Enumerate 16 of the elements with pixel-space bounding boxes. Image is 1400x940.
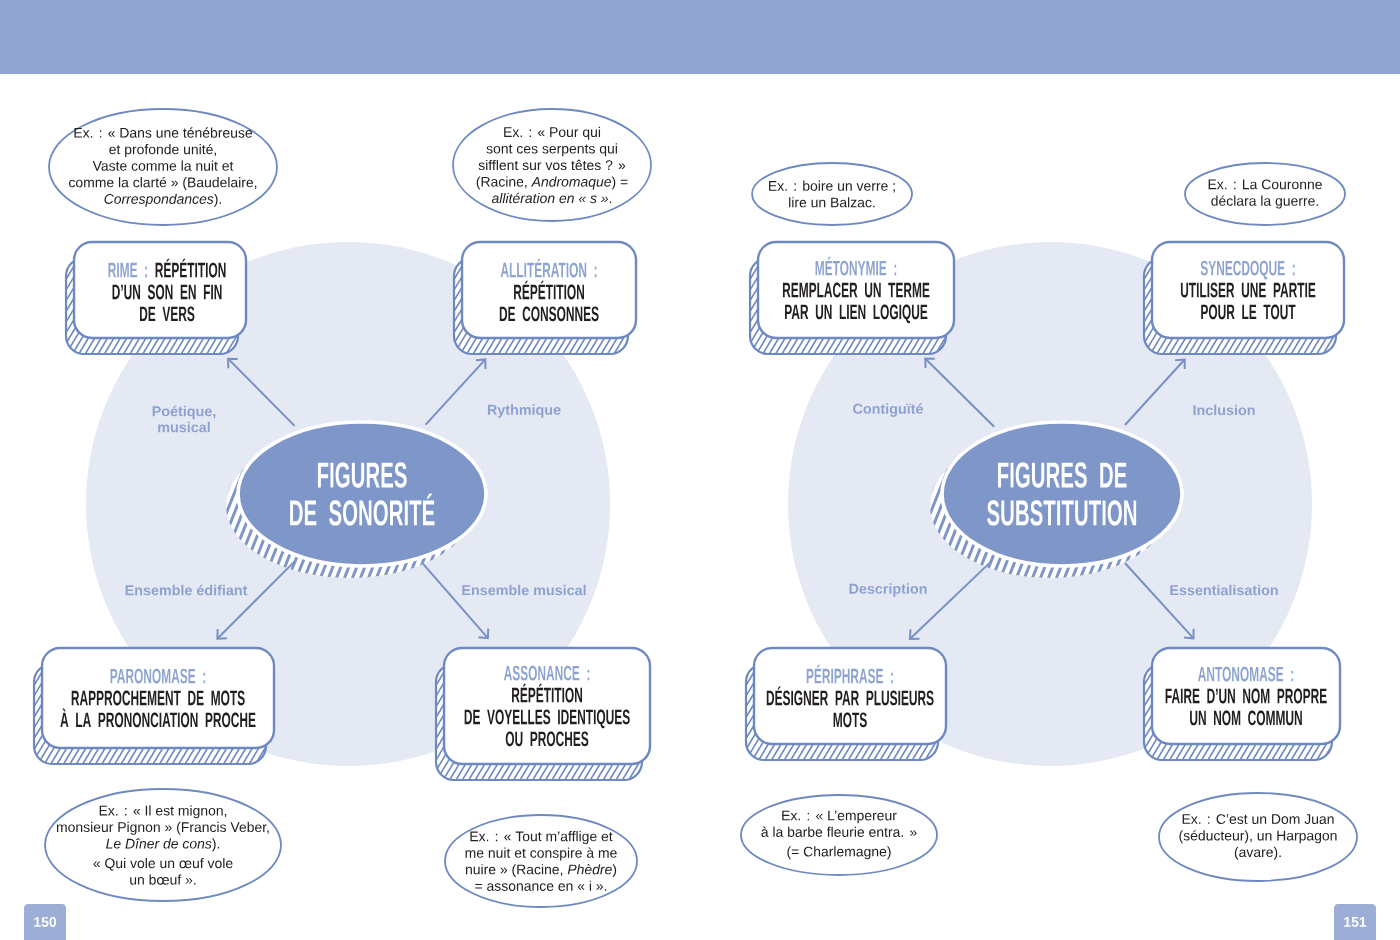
arrow — [422, 563, 490, 640]
definition-box: MÉTONYMIE : REMPLACER UN TERME PAR UN LIEN LOGIQUE — [748, 240, 956, 356]
arrow — [424, 358, 487, 426]
arrow — [1123, 562, 1195, 640]
arrow — [908, 559, 994, 640]
definition-box: SYNECDOQUE : UTILISER UNE PARTIE POUR LE TOUT — [1142, 240, 1346, 356]
arrow — [227, 357, 296, 427]
definition-box: ANTONOMASE : FAIRE D’UN NOM PROPRE UN NOM COMMUN — [1142, 646, 1342, 762]
arrow — [924, 357, 996, 428]
definition-box: PÉRIPHRASE : DÉSIGNER PAR PLUSIEURS MOTS — [744, 646, 948, 762]
definition-box: ALLITÉRATION : RÉPÉTITION DE CONSONNES — [452, 240, 638, 356]
arrow — [216, 560, 296, 640]
arrow — [1123, 358, 1186, 426]
definition-box: RIME : RÉPÉTITION D’UN SON EN FIN DE VERS — [64, 240, 248, 356]
definition-box: PARONOMASE : RAPPROCHEMENT DE MOTS À LA PRONONCIATION PROCHE — [32, 646, 276, 766]
definition-box: ASSONANCE : RÉPÉTITION DE VOYELLES IDENTIQUES OU PROCHES — [434, 646, 652, 782]
